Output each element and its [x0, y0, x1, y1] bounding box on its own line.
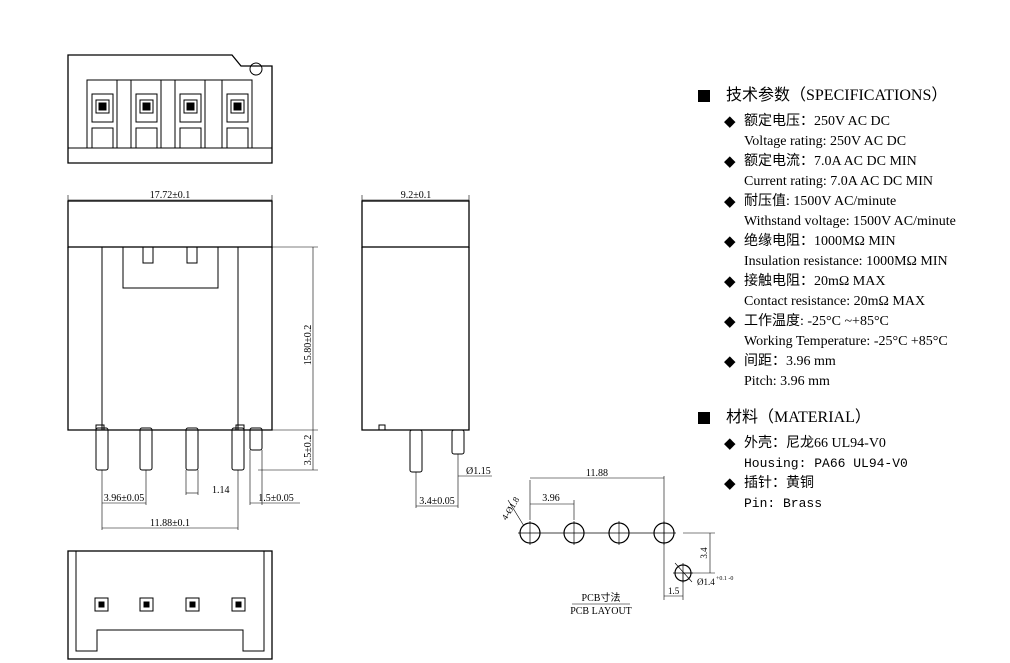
diamond-bullet-icon: ◆: [724, 354, 736, 370]
spec-item-en: Insulation resistance: 1000MΩ MIN: [744, 254, 948, 269]
dim-pin-offset: 1.5±0.05: [258, 493, 294, 504]
dim-pin-square: 1.14: [212, 485, 230, 496]
pcb-offset-v: 3.4: [699, 547, 709, 559]
side-view: [361, 195, 492, 508]
spec-item-cn: 绝缘电阻：1000MΩ MIN: [744, 234, 896, 249]
spec-item-cn: 耐压值: 1500V AC/minute: [744, 194, 897, 209]
diamond-bullet-icon: ◆: [724, 274, 736, 290]
spec-item: ◆ 间距：3.96 mm Pitch: 3.96 mm: [724, 352, 1005, 392]
spec-item-cn: 外壳：尼龙66 UL94-V0: [744, 436, 886, 451]
spec-item: ◆ 接触电阻：20mΩ MAX Contact resistance: 20mΩ M…: [724, 272, 1005, 312]
spec-item-en: Housing: PA66 UL94-V0: [744, 456, 908, 471]
spec-list: ◆ 额定电压：250V AC DC Voltage rating: 250V AC …: [690, 112, 1005, 392]
pcb-layout: [507, 476, 715, 605]
dim-side-width: 9.2±0.1: [401, 190, 432, 201]
diamond-bullet-icon: ◆: [724, 476, 736, 492]
spec-item-en: Current rating: 7.0A AC DC MIN: [744, 174, 933, 189]
spec-item-en: Working Temperature: -25°C +85°C: [744, 334, 948, 349]
pcb-pitch: 3.96: [542, 493, 560, 504]
pcb-label-en: PCB LAYOUT: [570, 606, 632, 617]
diamond-bullet-icon: ◆: [724, 314, 736, 330]
dim-height-body: 15.80±0.2: [303, 325, 314, 366]
diamond-bullet-icon: ◆: [724, 436, 736, 452]
diamond-bullet-icon: ◆: [724, 234, 736, 250]
dim-pitch: 3.96±0.05: [104, 493, 145, 504]
diamond-bullet-icon: ◆: [724, 194, 736, 210]
spec-item-en: Voltage rating: 250V AC DC: [744, 134, 907, 149]
front-view: [67, 195, 318, 530]
square-bullet-icon: [698, 90, 710, 102]
top-view: [67, 54, 273, 164]
material-header: 材料（MATERIAL）: [690, 406, 1005, 430]
spec-item-en: Pin: Brass: [744, 496, 823, 511]
dim-side-pin-offset: 3.4±0.05: [419, 496, 455, 507]
material-title: 材料（MATERIAL）: [726, 409, 871, 426]
pcb-peg-tol: +0.1 -0: [716, 576, 733, 582]
spec-item-cn: 接触电阻：20mΩ MAX: [744, 274, 886, 289]
pcb-span: 11.88: [586, 468, 608, 479]
spec-item-cn: 额定电压：250V AC DC: [744, 114, 890, 129]
spec-item: ◆ 插针：黄铜 Pin: Brass: [724, 474, 1005, 514]
spec-item-en: Contact resistance: 20mΩ MAX: [744, 294, 926, 309]
spec-item-cn: 间距：3.96 mm: [744, 354, 836, 369]
diamond-bullet-icon: ◆: [724, 114, 736, 130]
spec-item-cn: 工作温度: -25°C ~+85°C: [744, 314, 889, 329]
spec-item-cn: 额定电流：7.0A AC DC MIN: [744, 154, 917, 169]
dim-pin-length: 3.5±0.2: [303, 435, 314, 466]
spec-panel: 技术参数（SPECIFICATIONS） ◆ 额定电压：250V AC DC Vol…: [690, 84, 1005, 514]
pcb-label-cn: PCB寸法: [582, 591, 621, 604]
square-bullet-icon: [698, 412, 710, 424]
spec-item: ◆ 额定电压：250V AC DC Voltage rating: 250V AC …: [724, 112, 1005, 152]
dim-side-pin-dia: Ø1.15: [466, 466, 491, 477]
dim-width-total: 17.72±0.1: [150, 190, 191, 201]
spec-item-cn: 插针：黄铜: [744, 476, 814, 491]
spec-header: 技术参数（SPECIFICATIONS）: [690, 84, 1005, 108]
spec-item: ◆ 绝缘电阻：1000MΩ MIN Insulation resistance: 1…: [724, 232, 1005, 272]
spec-item: ◆ 工作温度: -25°C ~+85°C Working Temperature: …: [724, 312, 1005, 352]
spec-item: ◆ 额定电流：7.0A AC DC MIN Current rating: 7.0A…: [724, 152, 1005, 192]
spec-item-en: Withstand voltage: 1500V AC/minute: [744, 214, 956, 229]
dim-span: 11.88±0.1: [150, 518, 190, 529]
pcb-peg-dia: Ø1.4: [697, 577, 715, 587]
spec-title: 技术参数（SPECIFICATIONS）: [726, 87, 948, 104]
pcb-offset-h: 1.5: [668, 586, 680, 596]
spec-item-en: Pitch: 3.96 mm: [744, 374, 830, 389]
bottom-view: [67, 550, 273, 660]
pcb-hole-dia: 4-Ø1.8: [500, 495, 522, 522]
diamond-bullet-icon: ◆: [724, 154, 736, 170]
